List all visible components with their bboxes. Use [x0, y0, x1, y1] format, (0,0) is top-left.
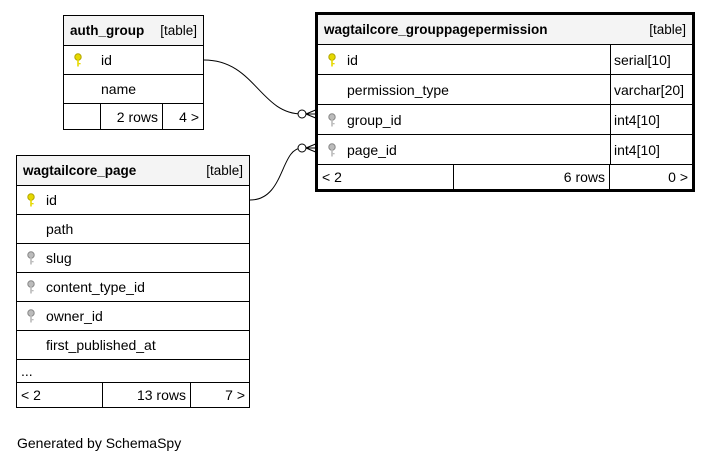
column-name: permission_type — [347, 81, 449, 98]
table-kind-label: [table] — [206, 163, 243, 178]
column-row-id[interactable]: id — [64, 46, 203, 75]
column-name: path — [46, 221, 74, 237]
link-auth-group-to-group-id — [203, 59, 303, 115]
table-wagtailcore-grouppagepermission[interactable]: wagtailcore_grouppagepermission [table] … — [315, 12, 695, 192]
column-row-more[interactable]: ... — [17, 360, 249, 383]
primary-key-icon — [22, 193, 40, 207]
column-row-page-id[interactable]: page_id int4[10] — [318, 135, 692, 165]
column-row-name[interactable]: name — [64, 75, 203, 104]
foreign-key-icon — [323, 142, 341, 157]
foreign-key-icon — [22, 280, 40, 294]
children-count[interactable]: 0 > — [668, 169, 688, 185]
column-type: int4[10] — [610, 105, 692, 134]
foreign-key-icon — [323, 112, 341, 127]
column-name: id — [101, 52, 112, 68]
column-name: first_published_at — [46, 337, 156, 353]
parents-count[interactable]: < 2 — [318, 165, 454, 189]
table-name[interactable]: wagtailcore_page — [23, 163, 137, 178]
column-row-path[interactable]: path — [17, 215, 249, 244]
link-optional-marker-page-id — [297, 143, 307, 153]
column-row-owner-id[interactable]: owner_id — [17, 302, 249, 331]
table-footer: < 2 6 rows 0 > — [318, 165, 692, 189]
more-columns-ellipsis: ... — [21, 363, 33, 379]
table-footer: < 2 13 rows 7 > — [17, 383, 249, 407]
column-row-first-published-at[interactable]: first_published_at — [17, 331, 249, 360]
row-count: 6 rows — [454, 165, 610, 189]
table-auth-group[interactable]: auth_group [table] id name 2 rows 4 > — [63, 15, 204, 130]
column-name: id — [46, 192, 57, 208]
column-type: varchar[20] — [610, 75, 692, 104]
table-kind-label: [table] — [160, 23, 197, 38]
table-name[interactable]: wagtailcore_grouppagepermission — [324, 22, 548, 37]
row-count: 13 rows — [103, 383, 191, 407]
column-type: serial[10] — [610, 45, 692, 74]
column-name: name — [101, 81, 137, 97]
column-row-group-id[interactable]: group_id int4[10] — [318, 105, 692, 135]
column-type: int4[10] — [610, 135, 692, 164]
column-name: content_type_id — [46, 279, 145, 295]
table-name[interactable]: auth_group — [70, 23, 145, 38]
column-row-id[interactable]: id serial[10] — [318, 45, 692, 75]
children-count[interactable]: 7 > — [225, 387, 245, 403]
primary-key-icon — [323, 52, 341, 67]
parents-count[interactable] — [64, 104, 101, 129]
table-header: auth_group [table] — [64, 16, 203, 46]
column-name: owner_id — [46, 308, 103, 324]
table-header: wagtailcore_grouppagepermission [table] — [318, 15, 692, 45]
column-row-id[interactable]: id — [17, 186, 249, 215]
column-row-content-type-id[interactable]: content_type_id — [17, 273, 249, 302]
foreign-key-icon — [22, 251, 40, 265]
column-name: page_id — [347, 141, 397, 158]
generator-caption: Generated by SchemaSpy — [17, 435, 182, 451]
foreign-key-icon — [22, 309, 40, 323]
column-name: group_id — [347, 111, 402, 128]
table-footer: 2 rows 4 > — [64, 104, 203, 129]
column-row-permission-type[interactable]: permission_type varchar[20] — [318, 75, 692, 105]
table-wagtailcore-page[interactable]: wagtailcore_page [table] id path slug — [16, 155, 250, 408]
column-name: slug — [46, 250, 72, 266]
parents-count[interactable]: < 2 — [17, 383, 103, 407]
row-count: 2 rows — [101, 104, 163, 129]
link-optional-marker-group-id — [297, 109, 307, 119]
children-count[interactable]: 4 > — [179, 108, 199, 125]
column-name: id — [347, 51, 358, 68]
column-row-slug[interactable]: slug — [17, 244, 249, 273]
primary-key-icon — [69, 53, 87, 67]
table-header: wagtailcore_page [table] — [17, 156, 249, 186]
link-page-to-page-id — [249, 147, 303, 201]
table-kind-label: [table] — [649, 22, 686, 37]
